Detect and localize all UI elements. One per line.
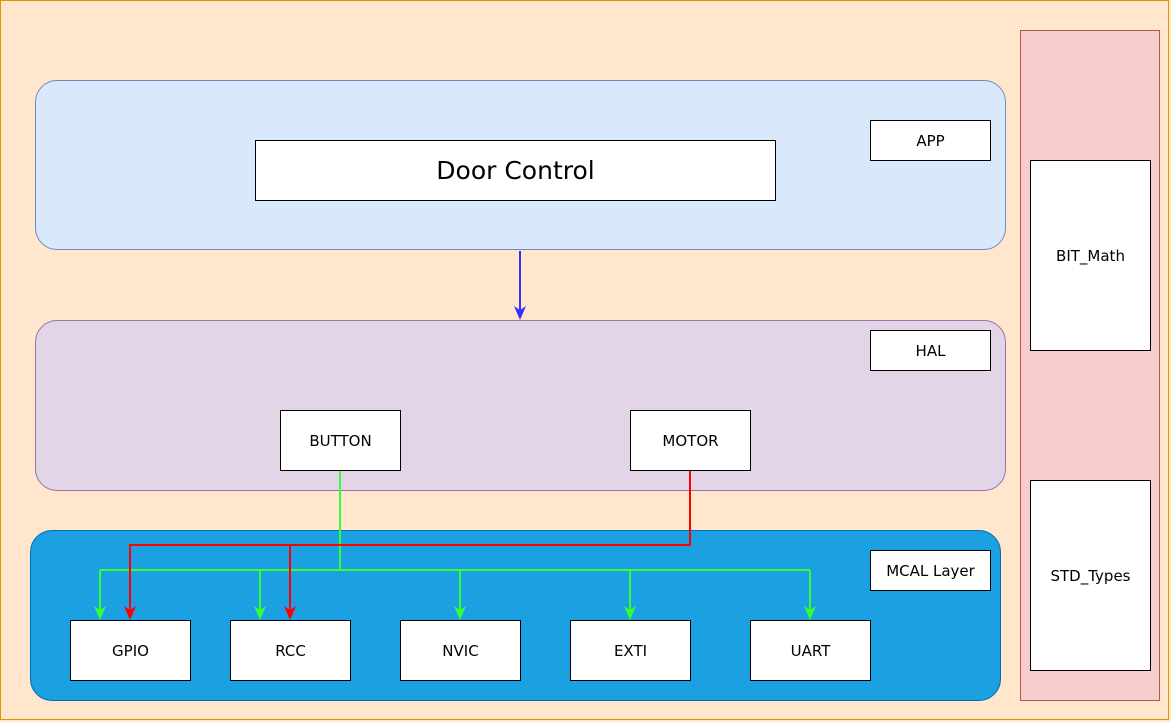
door-control-module[interactable]: Door Control <box>255 140 776 201</box>
arrowhead-icon <box>804 606 816 620</box>
uart-module-label: UART <box>790 641 831 660</box>
button-arrowheads <box>94 606 816 620</box>
gpio-module-label: GPIO <box>112 641 149 660</box>
motor-connectors <box>129 471 691 612</box>
door-control-label: Door Control <box>436 156 595 185</box>
app-layer <box>35 80 1006 250</box>
arrowhead-icon <box>284 606 296 620</box>
std-types-module[interactable]: STD_Types <box>1030 480 1151 671</box>
mcal-layer-label: MCAL Layer <box>870 550 991 591</box>
exti-module[interactable]: EXTI <box>570 620 691 681</box>
arrowhead-icon <box>514 306 526 320</box>
app-layer-label: APP <box>870 120 991 161</box>
arrowhead-icon <box>94 606 106 620</box>
app-to-hal-connector <box>514 251 526 320</box>
arrowhead-icon <box>454 606 466 620</box>
app-layer-label-text: APP <box>916 131 945 150</box>
exti-module-label: EXTI <box>613 641 648 660</box>
bit-math-label: BIT_Math <box>1056 246 1125 265</box>
arrowhead-icon <box>624 606 636 620</box>
mcal-layer-label-text: MCAL Layer <box>886 561 975 580</box>
hal-layer-label-text: HAL <box>915 341 946 360</box>
motor-module[interactable]: MOTOR <box>630 410 751 471</box>
nvic-module[interactable]: NVIC <box>400 620 521 681</box>
std-types-label: STD_Types <box>1050 566 1131 585</box>
button-module-label: BUTTON <box>309 431 372 450</box>
arrowhead-icon <box>124 606 136 620</box>
nvic-module-label: NVIC <box>442 641 479 660</box>
rcc-module-label: RCC <box>275 641 306 660</box>
button-module[interactable]: BUTTON <box>280 410 401 471</box>
gpio-module[interactable]: GPIO <box>70 620 191 681</box>
button-connectors <box>99 471 811 612</box>
motor-arrowheads <box>124 606 296 620</box>
motor-module-label: MOTOR <box>662 431 719 450</box>
rcc-module[interactable]: RCC <box>230 620 351 681</box>
hal-layer <box>35 320 1006 491</box>
bit-math-module[interactable]: BIT_Math <box>1030 160 1151 351</box>
arrowhead-icon <box>254 606 266 620</box>
hal-layer-label: HAL <box>870 330 991 371</box>
uart-module[interactable]: UART <box>750 620 871 681</box>
